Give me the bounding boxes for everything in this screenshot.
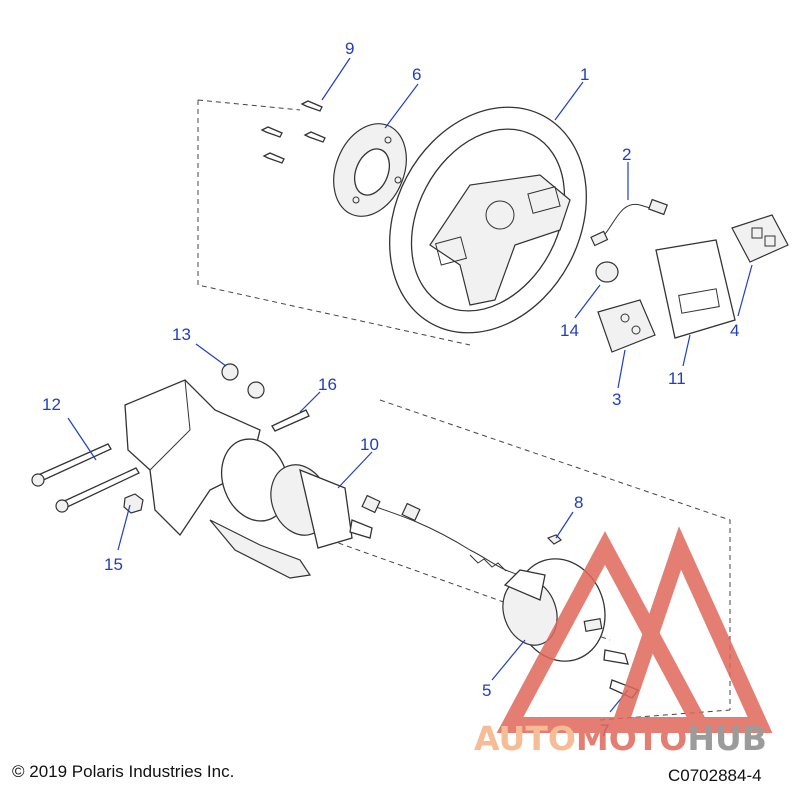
horn-button <box>595 261 619 283</box>
switch-housing <box>655 239 736 339</box>
nut-15 <box>123 493 144 514</box>
small-screw-8 <box>546 534 562 545</box>
callout-3: 3 <box>612 390 621 409</box>
copyright-notice: © 2019 Polaris Industries Inc. <box>12 762 235 781</box>
callout-11: 11 <box>668 369 686 388</box>
callout-15: 15 <box>104 555 123 574</box>
nut-13 <box>221 363 239 381</box>
watermark-logo: AUTOMOTOHUB <box>474 526 773 758</box>
nut-13b <box>247 381 265 399</box>
drawing-number: C0702884-4 <box>668 766 762 785</box>
callout-1: 1 <box>580 65 589 84</box>
callout-8: 8 <box>574 493 583 512</box>
column-harness <box>361 494 521 576</box>
callout-14: 14 <box>560 321 579 340</box>
right-switch-pack <box>731 214 789 263</box>
watermark-triangle-inner <box>608 526 773 733</box>
long-bolts <box>31 443 140 513</box>
watermark-hub: HUB <box>687 719 767 758</box>
left-switch-pack <box>597 299 656 353</box>
svg-text:AUTOMOTOHUB: AUTOMOTOHUB <box>474 719 767 758</box>
switch-harness <box>590 198 668 247</box>
callout-2: 2 <box>622 145 631 164</box>
callout-12: 12 <box>42 395 61 414</box>
screws-set <box>260 100 326 164</box>
callout-4: 4 <box>730 321 739 340</box>
steering-column-bracket <box>124 379 312 579</box>
watermark-moto: MOTO <box>576 719 687 758</box>
steering-column-motor <box>221 438 373 549</box>
mounting-ring <box>333 123 407 217</box>
clock-spring <box>502 558 606 662</box>
bolt-16 <box>271 409 310 432</box>
watermark-auto: AUTO <box>474 719 576 758</box>
callout-16: 16 <box>318 375 337 394</box>
callout-6: 6 <box>412 65 421 84</box>
callout-13: 13 <box>172 325 191 344</box>
assembly-boundary-upper <box>197 99 471 346</box>
leader-lines <box>67 57 753 713</box>
callout-10: 10 <box>360 435 379 454</box>
callout-9: 9 <box>345 39 354 58</box>
steering-wheel <box>389 106 587 334</box>
callout-5: 5 <box>482 681 491 700</box>
